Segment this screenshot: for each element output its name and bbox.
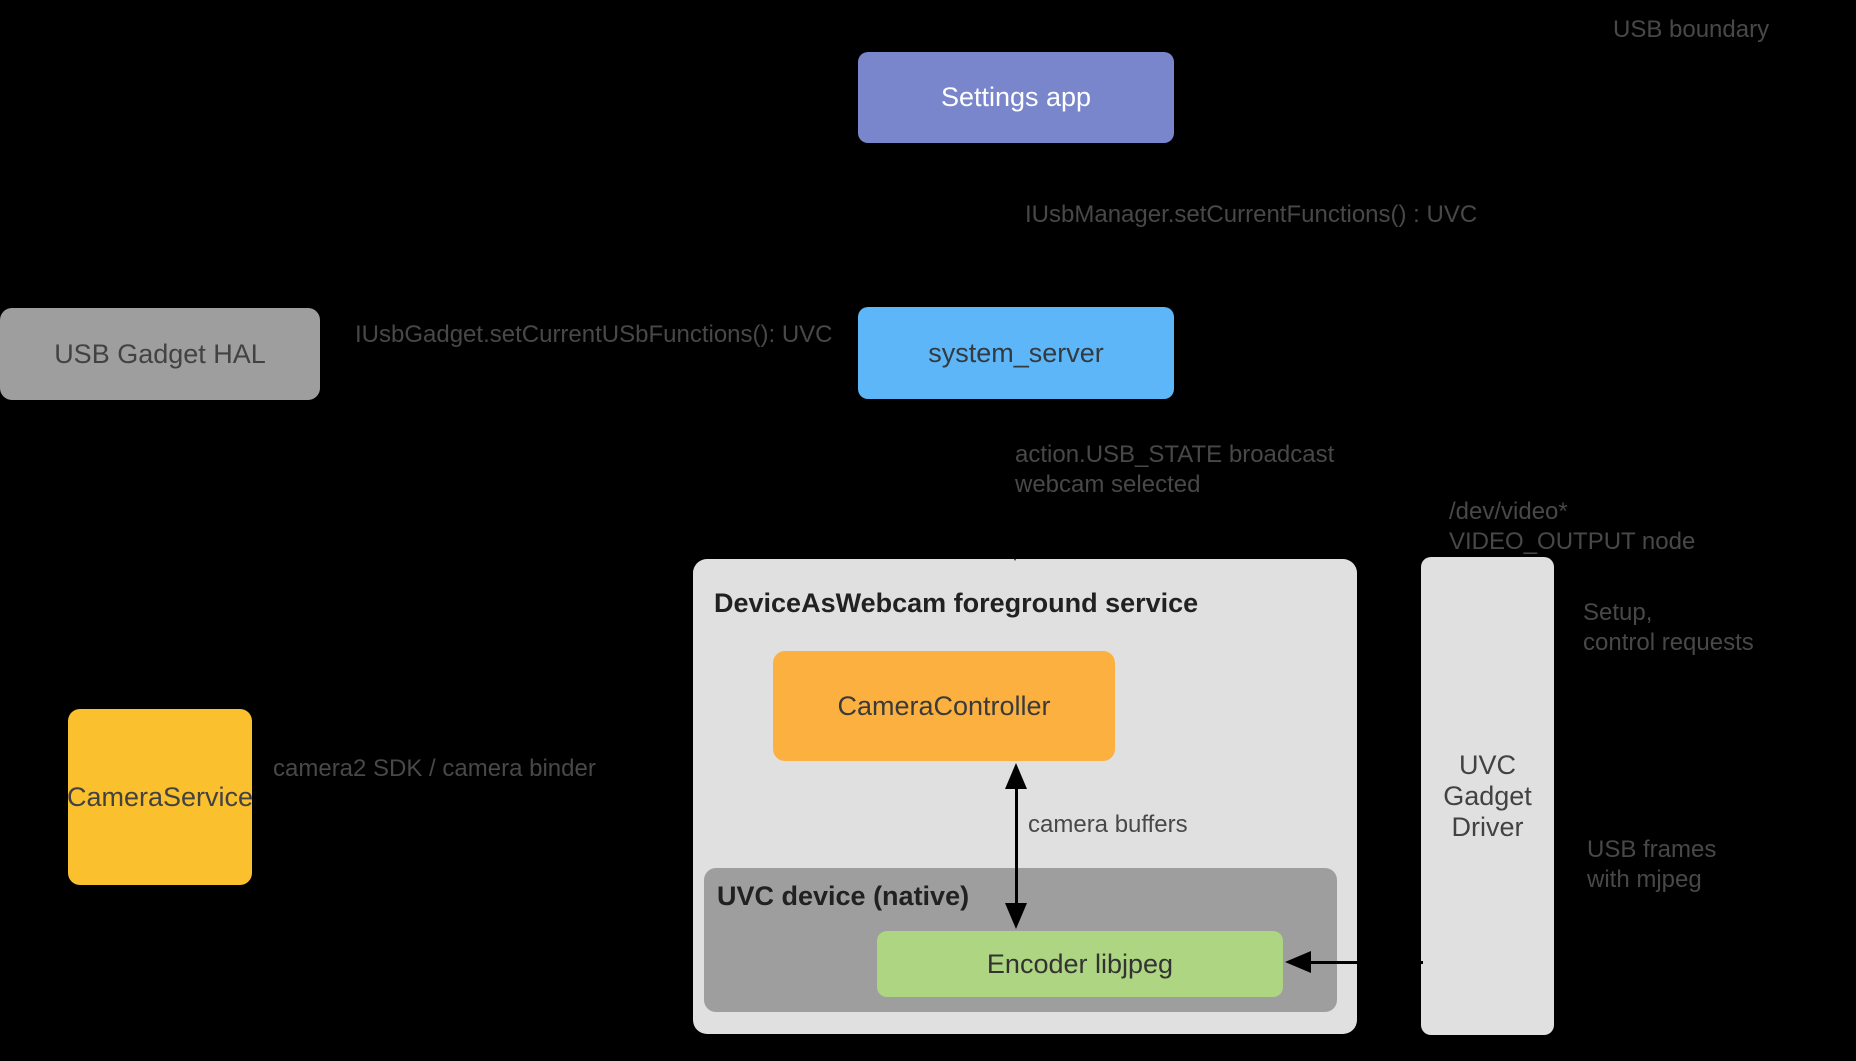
camera2-sdk-label: camera2 SDK / camera binder bbox=[273, 755, 596, 782]
line-cameraservice-to-daw bbox=[256, 796, 690, 799]
settings-app-node: Settings app bbox=[858, 52, 1174, 143]
camera-controller-node: CameraController bbox=[773, 651, 1115, 761]
usb-frames-line1: USB frames bbox=[1587, 836, 1717, 863]
iusbmanager-call-label: IUsbManager.setCurrentFunctions() : UVC bbox=[1025, 201, 1478, 228]
setup-line2: control requests bbox=[1583, 629, 1754, 656]
setup-control-requests-label: Setup, control requests bbox=[1583, 598, 1754, 658]
usb-state-broadcast-label: action.USB_STATE broadcast webcam select… bbox=[1015, 440, 1334, 500]
usb-state-broadcast-line2: webcam selected bbox=[1015, 471, 1201, 498]
usb-boundary-label: USB boundary bbox=[1613, 16, 1770, 43]
dev-video-line2: VIDEO_OUTPUT node bbox=[1449, 528, 1696, 555]
usb-frames-label: USB frames with mjpeg bbox=[1587, 835, 1716, 895]
uvc-gadget-driver-label-line2: Gadget bbox=[1443, 780, 1532, 811]
uvc-gadget-driver-label-line1: UVC bbox=[1458, 749, 1516, 780]
iusbgadget-call-label: IUsbGadget.setCurrentUSbFunctions(): UVC bbox=[355, 321, 833, 348]
uvc-device-native-title: UVC device (native) bbox=[717, 881, 970, 911]
dev-video-node-label: /dev/video* VIDEO_OUTPUT node bbox=[1449, 497, 1695, 557]
usb-state-broadcast-line1: action.USB_STATE broadcast bbox=[1015, 441, 1335, 468]
arrow-settings-to-systemserver-head bbox=[1004, 283, 1026, 309]
arrow-camerabuffers-head-down bbox=[1005, 903, 1027, 929]
usb-frames-line2: with mjpeg bbox=[1587, 866, 1702, 893]
uvc-gadget-driver-label-line3: Driver bbox=[1451, 811, 1524, 842]
arrow-systemserver-to-daw-shaft bbox=[1014, 395, 1017, 535]
arrow-systemserver-to-hal-shaft bbox=[344, 353, 856, 356]
arrow-camerabuffers-head-up bbox=[1005, 763, 1027, 789]
dev-video-line1: /dev/video* bbox=[1449, 498, 1568, 525]
camera-service-node: CameraService bbox=[67, 709, 253, 885]
arrow-camerabuffers-shaft bbox=[1015, 787, 1018, 905]
arrow-systemserver-to-hal-head bbox=[318, 343, 344, 365]
arrow-systemserver-to-daw-head bbox=[1004, 535, 1026, 561]
daw-foreground-service-title: DeviceAsWebcam foreground service bbox=[714, 588, 1199, 618]
encoder-libjpeg-node: Encoder libjpeg bbox=[877, 931, 1283, 997]
setup-line1: Setup, bbox=[1583, 599, 1653, 626]
arrow-settings-to-systemserver-shaft bbox=[1014, 139, 1017, 285]
system-server-node: system_server bbox=[858, 307, 1174, 399]
arrow-driver-to-encoder-shaft bbox=[1308, 961, 1423, 964]
uvc-gadget-driver-node: UVC Gadget Driver bbox=[1421, 557, 1554, 1035]
camera-buffers-label: camera buffers bbox=[1028, 811, 1188, 838]
usb-gadget-hal-node: USB Gadget HAL bbox=[0, 308, 320, 400]
arrow-driver-to-encoder-head bbox=[1285, 951, 1311, 973]
